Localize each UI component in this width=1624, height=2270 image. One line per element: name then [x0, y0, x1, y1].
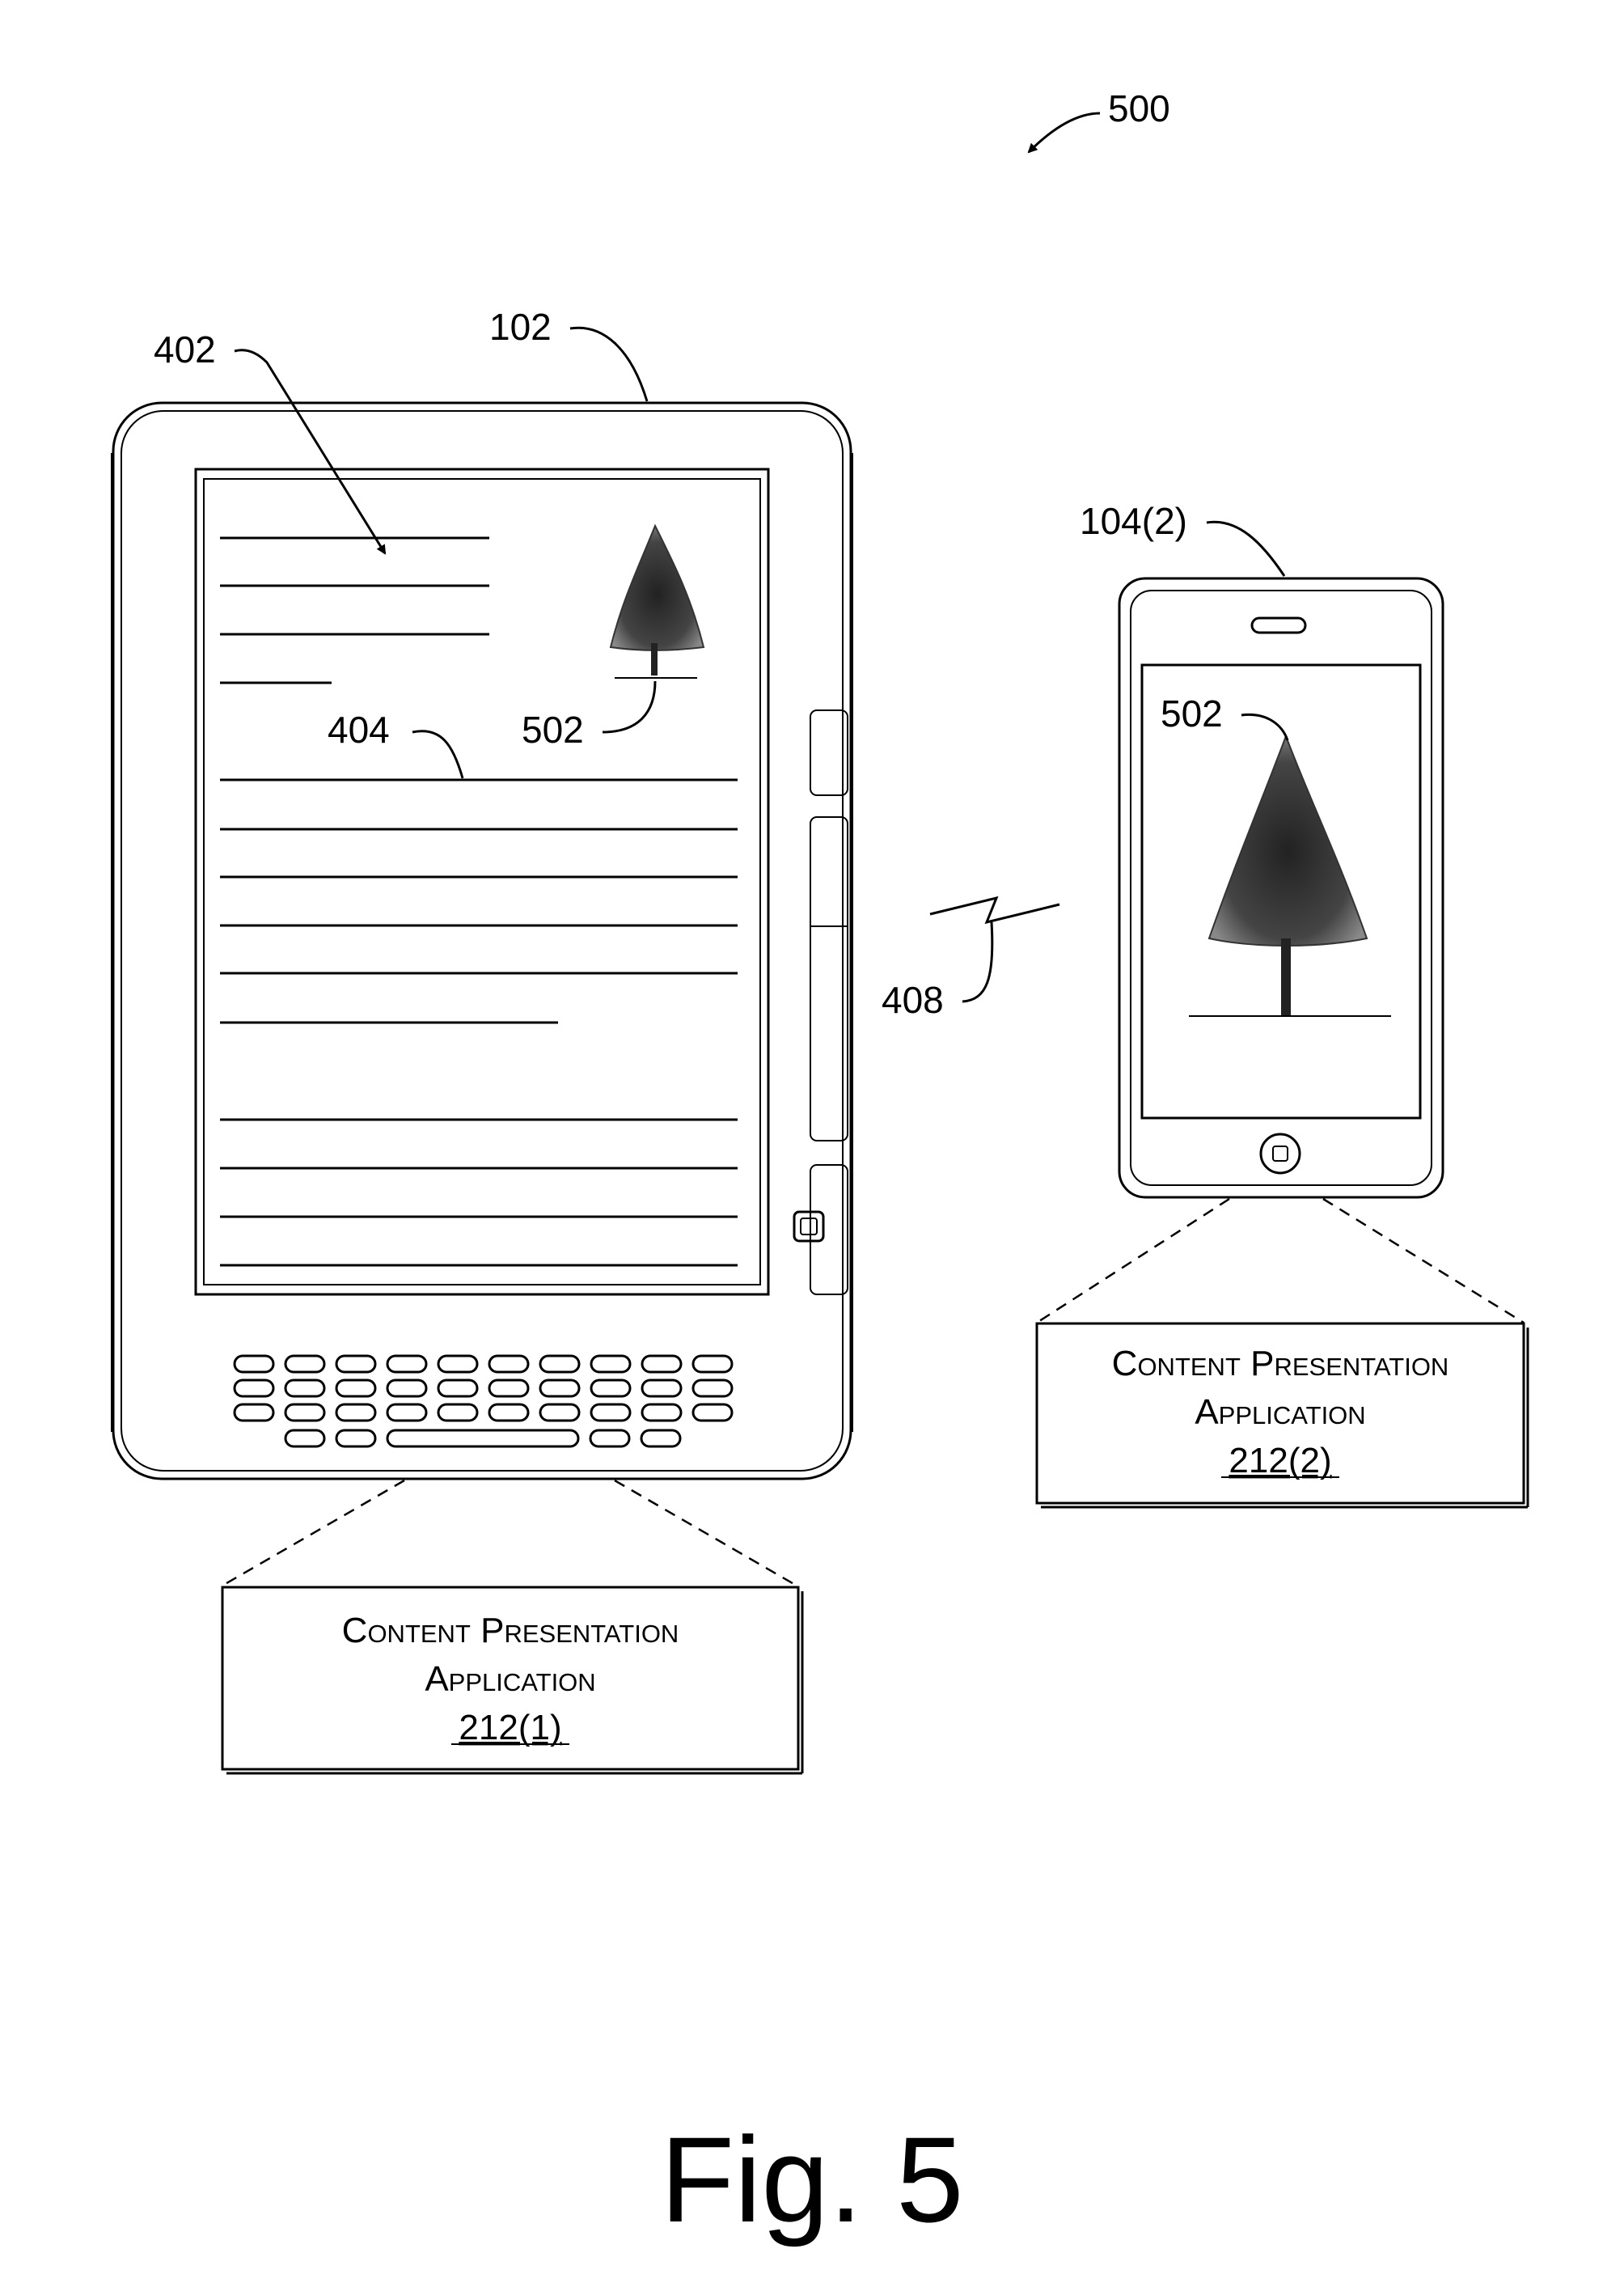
keyboard-key [641, 1430, 680, 1446]
keyboard-key [285, 1356, 324, 1372]
five-way-controller [794, 1212, 823, 1241]
keyboard-key [336, 1380, 375, 1396]
keyboard-key [489, 1380, 528, 1396]
ref-408-leader [962, 922, 992, 1002]
keyboard-key [387, 1404, 426, 1421]
ref-502-leader-large [1241, 714, 1288, 740]
app-box-1-number: 212(1) [459, 1708, 561, 1747]
keyboard-key [540, 1380, 579, 1396]
app-box-2-line1: Content Presentation [1112, 1344, 1449, 1383]
text-block-402 [220, 538, 489, 683]
keyboard-key [591, 1356, 630, 1372]
ref-500-label: 500 [1108, 87, 1170, 129]
keyboard-key [438, 1380, 477, 1396]
figure-ref-500: 500 [1029, 87, 1170, 152]
ereader-app-callout [222, 1480, 797, 1586]
ref-502-leader-small [603, 681, 655, 732]
keyboard-key [336, 1356, 375, 1372]
keyboard-key [336, 1430, 375, 1446]
keyboard-key [285, 1380, 324, 1396]
ref-502-label-small: 502 [522, 709, 584, 751]
app-box-1-line1: Content Presentation [342, 1611, 679, 1650]
ref-104-2-label: 104(2) [1080, 500, 1187, 542]
app-box-2-line2: Application [1195, 1392, 1365, 1432]
keyboard-key [387, 1356, 426, 1372]
keyboard-key [235, 1404, 273, 1421]
keyboard-key [438, 1404, 477, 1421]
ereader-device [112, 403, 852, 1479]
keyboard-key [591, 1404, 630, 1421]
ref-402-label: 402 [154, 328, 216, 371]
keyboard-key [235, 1380, 273, 1396]
keyboard-key [336, 1404, 375, 1421]
keyboard-key [540, 1356, 579, 1372]
wireless-zigzag [930, 898, 1059, 922]
tree-image-large [1189, 736, 1391, 1016]
figure-caption: Fig. 5 [660, 2111, 963, 2247]
ereader-body [113, 403, 851, 1479]
ereader-labels: 102 402 404 502 [154, 306, 655, 778]
keyboard-key [285, 1430, 324, 1446]
ref-404-leader [412, 731, 463, 778]
keyboard-spacebar [387, 1430, 578, 1446]
keyboard-key [642, 1356, 681, 1372]
app-box-2-number: 212(2) [1229, 1441, 1331, 1480]
phone-speaker [1252, 618, 1305, 633]
keyboard-key [642, 1380, 681, 1396]
phone-app-callout [1037, 1199, 1524, 1323]
keyboard-key [693, 1380, 732, 1396]
keyboard-key [642, 1404, 681, 1421]
keyboard-key [591, 1380, 630, 1396]
ref-102-leader [570, 328, 647, 401]
ref-102-label: 102 [489, 306, 552, 348]
ereader-keyboard [235, 1356, 732, 1446]
ref-502-label-large: 502 [1161, 692, 1223, 735]
keyboard-key [693, 1404, 732, 1421]
ref-402-arrow [235, 350, 385, 553]
app-box-1-line2: Application [425, 1659, 595, 1699]
ref-104-2-leader [1207, 522, 1284, 576]
keyboard-key [235, 1356, 273, 1372]
phone-home-button [1261, 1134, 1300, 1173]
keyboard-key [489, 1404, 528, 1421]
wireless-link-408: 408 [882, 898, 1059, 1021]
app-box-212-1: Content Presentation Application 212(1) [222, 1587, 802, 1773]
app-box-212-2: Content Presentation Application 212(2) [1037, 1323, 1528, 1507]
keyboard-key [540, 1404, 579, 1421]
keyboard-key [387, 1380, 426, 1396]
ereader-side-buttons [794, 710, 848, 1294]
keyboard-key [285, 1404, 324, 1421]
ref-500-arrow [1029, 113, 1100, 152]
keyboard-key [693, 1356, 732, 1372]
keyboard-key [489, 1356, 528, 1372]
phone-device [1119, 578, 1443, 1197]
text-lines-404 [220, 780, 738, 1265]
keyboard-key [590, 1430, 629, 1446]
keyboard-key [438, 1356, 477, 1372]
ref-404-label: 404 [328, 709, 390, 751]
tree-image-small [611, 526, 704, 678]
ref-408-label: 408 [882, 979, 944, 1021]
phone-labels: 104(2) 502 [1080, 500, 1288, 740]
ereader-body-inner [121, 411, 843, 1471]
